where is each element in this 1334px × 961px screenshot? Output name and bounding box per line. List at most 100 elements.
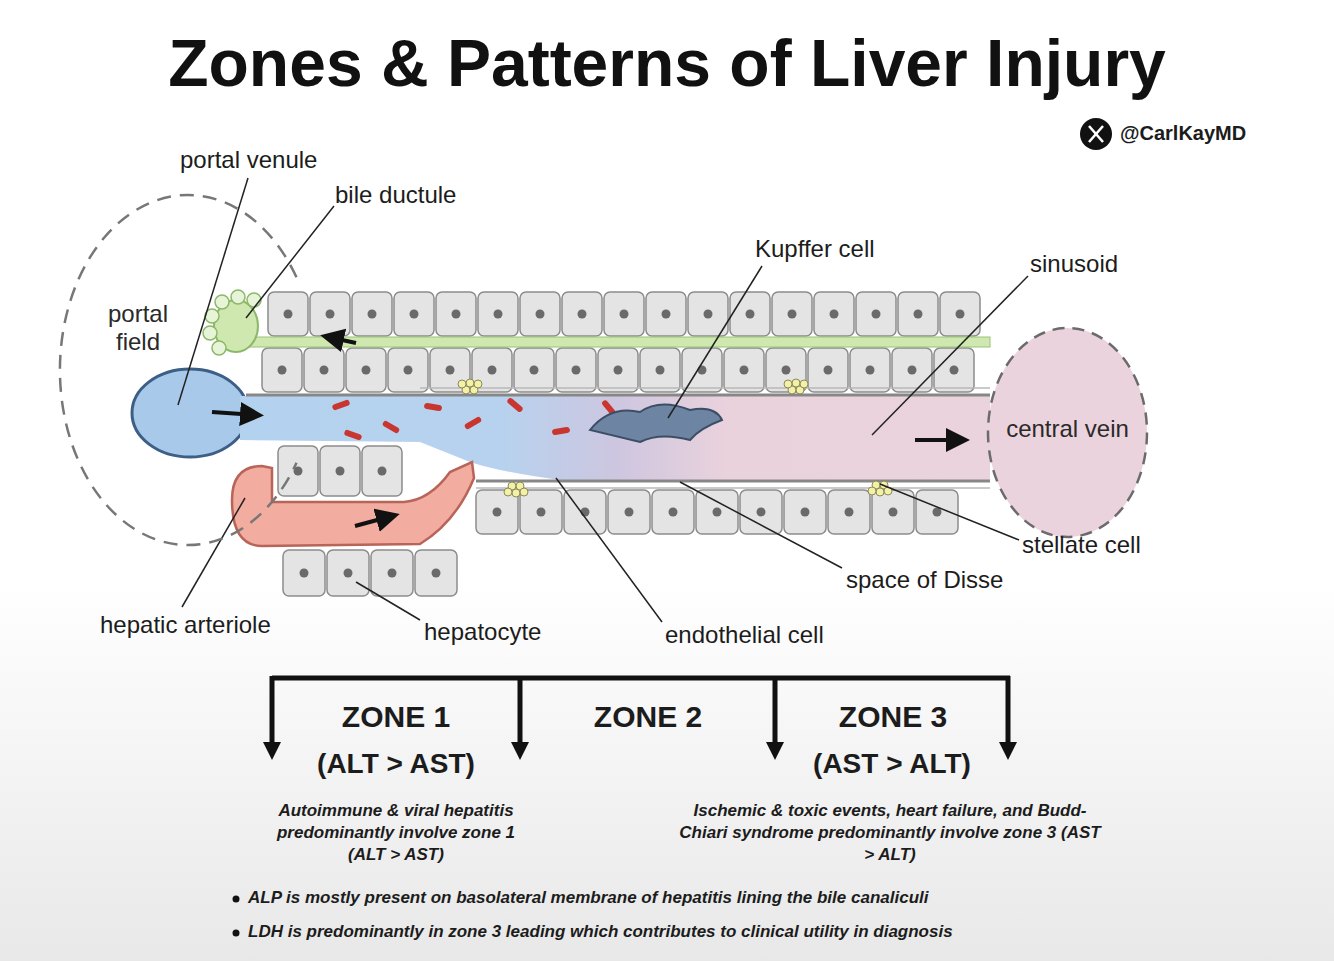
cell-nucleus bbox=[388, 569, 397, 578]
hepatocyte-cell bbox=[850, 348, 890, 392]
central-vein-circle: central vein bbox=[985, 325, 1150, 540]
hepatocyte-cell bbox=[640, 348, 680, 392]
kupffer-cell-drawing bbox=[590, 404, 722, 442]
cell-nucleus bbox=[801, 508, 810, 517]
cell-nucleus bbox=[625, 508, 634, 517]
cell-nucleus bbox=[845, 508, 854, 517]
cell-nucleus bbox=[614, 366, 623, 375]
hepatocyte-cell bbox=[608, 490, 650, 534]
zone-bracket bbox=[263, 676, 1017, 760]
dashed-outline bbox=[58, 192, 320, 548]
hepatocyte-cell bbox=[892, 348, 932, 392]
sinusoid-channel bbox=[240, 396, 990, 480]
hepatocyte-cell bbox=[652, 490, 694, 534]
watermark: @CarlKayMD bbox=[1120, 122, 1246, 145]
cell-nucleus bbox=[782, 366, 791, 375]
hepatocyte-cell bbox=[304, 348, 344, 392]
zone-note: Ischemic & toxic events, heart failure, … bbox=[678, 800, 1102, 866]
flow-arrows bbox=[212, 337, 962, 526]
hepatocyte-cell bbox=[430, 348, 470, 392]
cell-nucleus bbox=[578, 310, 587, 319]
dashed-arc bbox=[60, 195, 297, 545]
hepatocyte-cell bbox=[916, 490, 958, 534]
stellate-cells bbox=[458, 379, 892, 497]
part-label: stellate cell bbox=[1022, 531, 1141, 559]
hepatocyte-cell bbox=[898, 292, 938, 336]
hepatocyte-cell bbox=[740, 490, 782, 534]
hepatocyte-cell bbox=[646, 292, 686, 336]
cell-nucleus bbox=[537, 508, 546, 517]
bullet-note: ALP is mostly present on basolateral mem… bbox=[248, 888, 928, 908]
hepatocyte-cell bbox=[808, 348, 848, 392]
cell-nucleus bbox=[336, 467, 345, 476]
hepatocyte-cell bbox=[262, 348, 302, 392]
cell-nucleus bbox=[956, 310, 965, 319]
cell-nucleus bbox=[620, 310, 629, 319]
hepatocyte-cell bbox=[730, 292, 770, 336]
hepatocyte-cell bbox=[514, 348, 554, 392]
hepatocyte-cell bbox=[562, 292, 602, 336]
hepatocyte-cell bbox=[772, 292, 812, 336]
hepatocyte-cell bbox=[278, 446, 318, 496]
cell-nucleus bbox=[713, 508, 722, 517]
cell-nucleus bbox=[320, 366, 329, 375]
part-label: portal venule bbox=[180, 146, 317, 174]
hepatocyte-cell bbox=[346, 348, 386, 392]
cell-nucleus bbox=[914, 310, 923, 319]
hepatocyte-cell bbox=[415, 550, 457, 596]
cell-nucleus bbox=[344, 569, 353, 578]
cell-nucleus bbox=[410, 310, 419, 319]
hepatocyte-cell bbox=[556, 348, 596, 392]
red-blood-cells bbox=[332, 397, 618, 441]
cell-nucleus bbox=[530, 366, 539, 375]
cell-nucleus bbox=[889, 508, 898, 517]
cell-nucleus bbox=[432, 569, 441, 578]
cell-nucleus bbox=[494, 310, 503, 319]
bullet-dots bbox=[233, 896, 240, 937]
cell-nucleus bbox=[908, 366, 917, 375]
endothelial-lining bbox=[246, 388, 990, 488]
hepatocyte-cell bbox=[327, 550, 369, 596]
part-label: Kupffer cell bbox=[755, 235, 875, 263]
hepatocyte-cell bbox=[478, 292, 518, 336]
hepatocyte-cell bbox=[388, 348, 428, 392]
cell-nucleus bbox=[278, 366, 287, 375]
zone-label: ZONE 3 bbox=[793, 700, 993, 735]
cell-nucleus bbox=[662, 310, 671, 319]
cell-nucleus bbox=[404, 366, 413, 375]
cell-nucleus bbox=[757, 508, 766, 517]
enzyme-pattern: (ALT > AST) bbox=[286, 748, 506, 780]
cell-nucleus bbox=[488, 366, 497, 375]
cell-nucleus bbox=[572, 366, 581, 375]
cell-nucleus bbox=[746, 310, 755, 319]
title: Zones & Patterns of Liver Injury bbox=[168, 26, 1166, 102]
cell-nucleus bbox=[656, 366, 665, 375]
hepatocyte-cell bbox=[940, 292, 980, 336]
part-label: hepatocyte bbox=[424, 618, 541, 646]
cell-nucleus bbox=[284, 310, 293, 319]
bile-canaliculus bbox=[250, 337, 990, 347]
cell-nucleus bbox=[704, 310, 713, 319]
part-label: space of Disse bbox=[846, 566, 1003, 594]
cell-nucleus bbox=[830, 310, 839, 319]
hepatocyte-cell bbox=[828, 490, 870, 534]
cell-nucleus bbox=[866, 366, 875, 375]
hepatic-arteriole-vessel bbox=[232, 462, 474, 546]
cell-nucleus bbox=[669, 508, 678, 517]
part-label: bile ductule bbox=[335, 181, 456, 209]
hepatocyte-cell bbox=[472, 348, 512, 392]
bile-ductule-drawing bbox=[203, 290, 261, 355]
hepatocyte-cell bbox=[520, 490, 562, 534]
cell-nucleus bbox=[300, 569, 309, 578]
zone-label: ZONE 1 bbox=[296, 700, 496, 735]
part-label: endothelial cell bbox=[665, 621, 824, 649]
hepatocyte-cell bbox=[436, 292, 476, 336]
hepatocyte-cell bbox=[872, 490, 914, 534]
cell-nucleus bbox=[368, 310, 377, 319]
cell-nucleus bbox=[740, 366, 749, 375]
cell-nucleus bbox=[788, 310, 797, 319]
x-logo bbox=[1080, 118, 1112, 150]
bullet-note: LDH is predominantly in zone 3 leading w… bbox=[248, 922, 953, 942]
region-label: central vein bbox=[985, 415, 1150, 443]
